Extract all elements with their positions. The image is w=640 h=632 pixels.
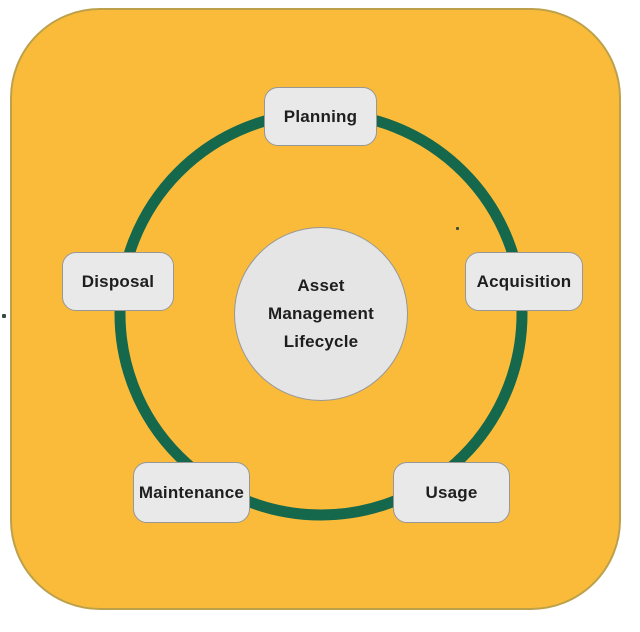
center-node: Asset Management Lifecycle — [234, 227, 408, 401]
stage-node-planning: Planning — [264, 87, 377, 146]
stage-node-acquisition: Acquisition — [465, 252, 583, 311]
stage-node-maintenance: Maintenance — [133, 462, 250, 523]
stage-label-disposal: Disposal — [81, 271, 155, 291]
center-label-line-2: Management — [268, 304, 374, 323]
stage-node-usage: Usage — [393, 462, 510, 523]
stage-label-planning: Planning — [283, 106, 358, 126]
center-label-line-1: Asset — [297, 276, 345, 295]
stage-label-usage: Usage — [425, 482, 478, 502]
center-label: Asset Management Lifecycle — [268, 272, 374, 356]
stage-node-disposal: Disposal — [62, 252, 174, 311]
center-label-line-3: Lifecycle — [283, 332, 359, 351]
artifact-dot — [2, 314, 6, 318]
stage-label-maintenance: Maintenance — [138, 482, 245, 502]
stage-label-acquisition: Acquisition — [476, 271, 572, 291]
artifact-dot — [456, 227, 459, 230]
